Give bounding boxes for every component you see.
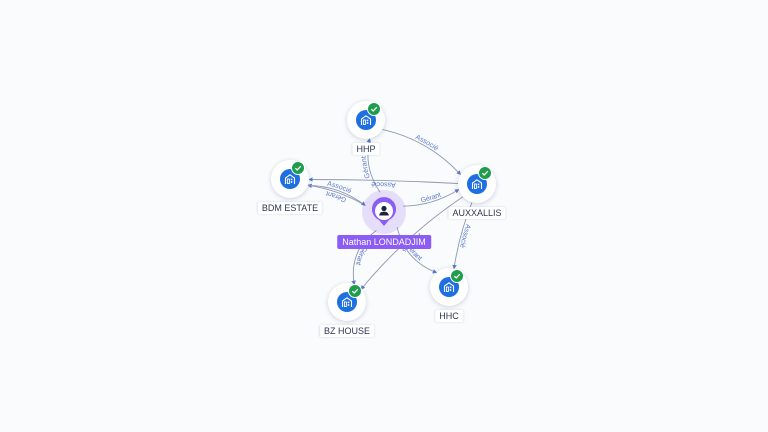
- relation-label-text: Associé: [371, 180, 396, 188]
- person-name-label[interactable]: Nathan LONDADJIM: [337, 235, 431, 249]
- company-node-halo[interactable]: [430, 268, 468, 306]
- relation-edge: [308, 177, 459, 184]
- relation-label: Associé: [371, 180, 396, 188]
- company-node-halo[interactable]: [271, 160, 309, 198]
- relation-edge: [396, 227, 438, 274]
- company-building-icon: [443, 282, 455, 292]
- relation-edge: [351, 230, 377, 286]
- company-name-label[interactable]: BDM ESTATE: [257, 202, 323, 214]
- company-node-halo[interactable]: [458, 165, 496, 203]
- company-node-halo[interactable]: [328, 283, 366, 321]
- verified-check-icon: [478, 166, 492, 180]
- company-name-label[interactable]: AUXXALLIS: [448, 207, 506, 219]
- company-building-icon: [471, 179, 483, 189]
- user-icon: [379, 205, 389, 216]
- verified-check-icon: [450, 269, 464, 283]
- company-building-icon: [341, 297, 353, 307]
- relation-label: Associé: [414, 134, 439, 153]
- company-building-icon: [284, 174, 296, 184]
- company-name-label[interactable]: BZ HOUSE: [319, 325, 375, 337]
- verified-check-icon: [367, 102, 381, 116]
- relation-edge: [307, 184, 366, 206]
- company-name-label[interactable]: HHC: [435, 310, 463, 322]
- relation-edge: [382, 129, 462, 176]
- relation-label-text: Associé: [458, 223, 471, 248]
- relation-edge: [307, 183, 366, 206]
- company-node-halo[interactable]: [347, 101, 385, 139]
- verified-check-icon: [291, 161, 305, 175]
- company-building-icon: [360, 115, 372, 125]
- verified-check-icon: [348, 284, 362, 298]
- person-pin-icon[interactable]: [369, 197, 399, 227]
- company-name-label[interactable]: HHP: [352, 143, 380, 155]
- relation-label-text: Gérant: [361, 156, 372, 179]
- relation-label: Associé: [458, 223, 471, 248]
- relation-label: Gérant: [361, 156, 372, 179]
- relation-label-text: Associé: [414, 134, 439, 153]
- relation-edge: [403, 189, 460, 207]
